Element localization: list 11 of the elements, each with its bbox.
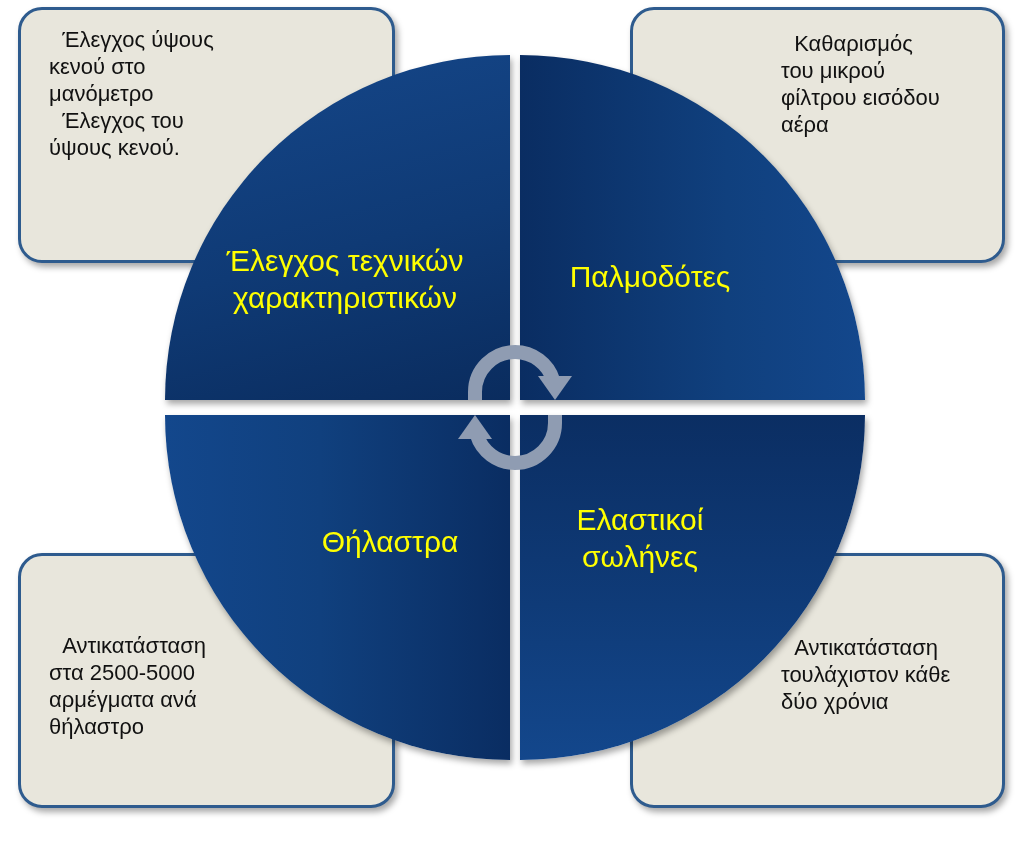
cycle-arrow xyxy=(458,415,562,470)
cycle-arrow xyxy=(468,345,572,400)
segment-label: Ελαστικοί σωλήνες xyxy=(575,502,705,575)
note-text: Αντικατάσταση τουλάχιστον κάθε δύο χρόνια xyxy=(781,634,951,715)
note-text: Αντικατάσταση στα 2500-5000 αρμέγματα ανά θήλαστρο xyxy=(49,632,203,740)
note-text: Έλεγχος ύψους κενού στο μανόμετρο xyxy=(49,26,215,107)
note-text: Έλεγχος του ύψους κενού. xyxy=(49,107,185,161)
segment-label: Παλμοδότες xyxy=(568,259,732,295)
note-text: Καθαρισμός του μικρού φίλτρου εισόδου αέρα xyxy=(781,30,941,138)
segment-label: Έλεγχος τεχνικών χαρακτηριστικών xyxy=(225,243,465,316)
segment-label: Θήλαστρα xyxy=(320,524,460,560)
